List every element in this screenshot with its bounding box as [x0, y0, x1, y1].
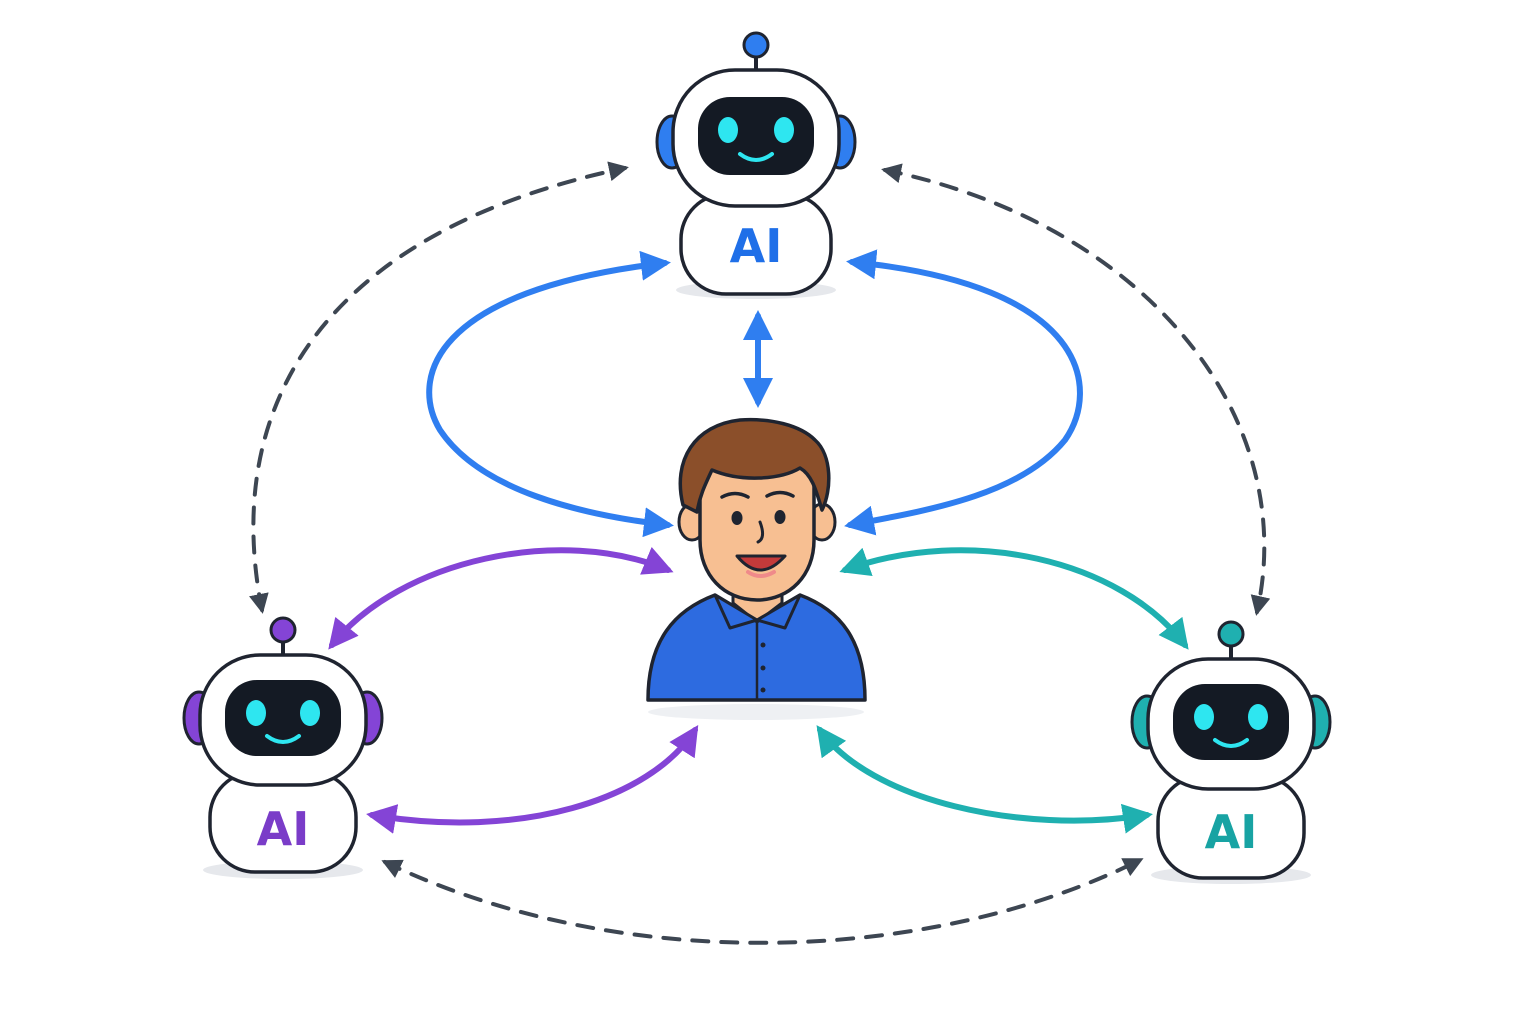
robot-right: AI	[1130, 620, 1332, 884]
blue-arrow-right-loop	[844, 249, 1083, 536]
dashed-arrow-top-left	[249, 161, 629, 614]
dashed-arrow-top-right	[881, 163, 1271, 616]
smile-icon	[1213, 738, 1249, 748]
robot-left: AI	[182, 616, 384, 879]
robot-top-label: AI	[730, 219, 783, 273]
purple-arrow-upper	[328, 546, 674, 650]
antenna-icon	[1217, 620, 1245, 661]
ai-to-ai-connections	[249, 161, 1271, 945]
teal-arrow-lower	[816, 725, 1153, 834]
blue-arrow-left-loop	[426, 250, 674, 538]
antenna-icon	[269, 616, 297, 657]
purple-arrow-lower	[366, 724, 699, 834]
person-mouth	[735, 554, 787, 572]
person-icon	[646, 417, 867, 720]
antenna-icon	[742, 31, 770, 72]
teal-arrow-upper	[839, 547, 1189, 650]
robot-right-label: AI	[1205, 805, 1258, 859]
human-right-ai-connections	[816, 547, 1189, 834]
robot-top: AI	[655, 31, 857, 299]
dashed-arrow-left-right	[381, 858, 1144, 945]
robot-left-label: AI	[257, 802, 310, 856]
human-left-ai-connections	[328, 546, 699, 834]
person-hair	[678, 417, 831, 514]
human-top-ai-connections	[426, 249, 1083, 538]
smile-icon	[738, 152, 774, 162]
smile-icon	[265, 734, 301, 744]
